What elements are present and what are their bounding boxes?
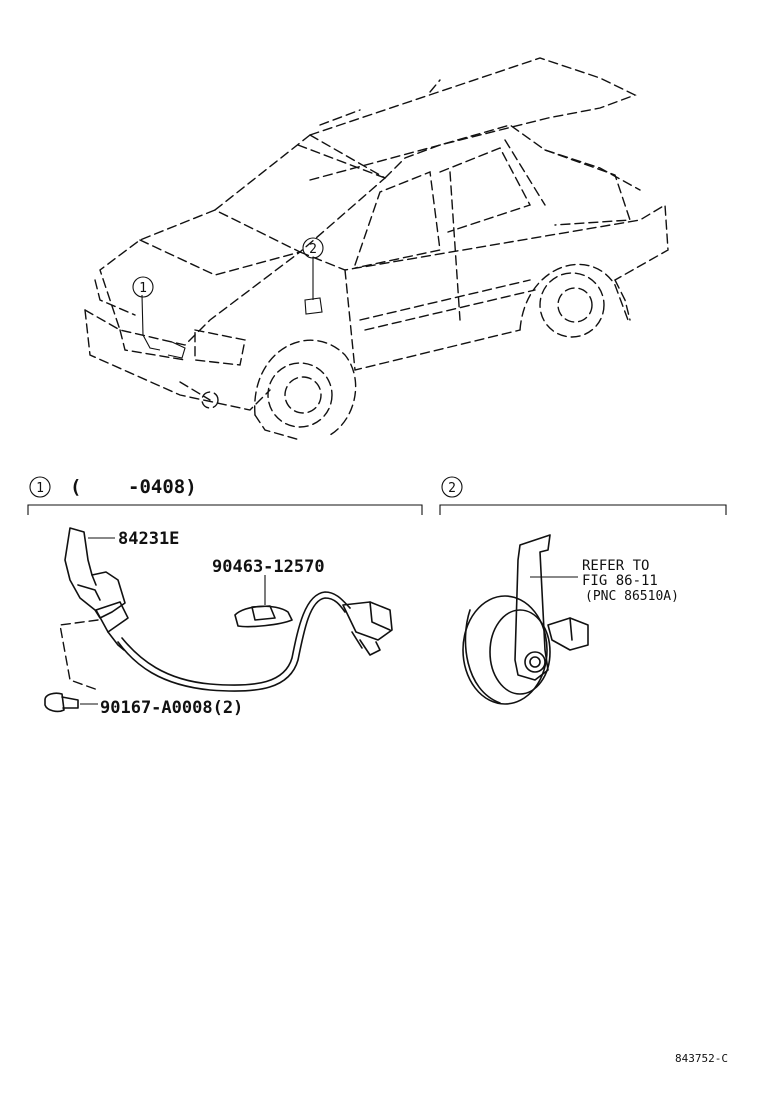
refer-line-2: FIG 86-11 xyxy=(582,573,658,589)
section-1-bracket xyxy=(27,504,423,515)
horn-bracket-drawing xyxy=(514,534,551,681)
section-2-bracket xyxy=(439,504,727,515)
bolt-drawing xyxy=(44,692,65,713)
section-2-parts: REFER TO FIG 86-11 (PNC 86510A) xyxy=(462,534,679,705)
vehicle-illustration: 1 2 xyxy=(84,57,669,441)
section-1-callout-number: 1 xyxy=(36,481,44,496)
section-1-range-open: ( xyxy=(70,476,81,498)
section-2-header: 2 xyxy=(439,476,727,515)
section-2-callout-number: 2 xyxy=(448,481,456,496)
callout-1-bubble xyxy=(132,276,154,298)
part-90167-label: 90167-A0008(2) xyxy=(100,698,243,718)
callout-2-label: 2 xyxy=(309,242,317,257)
horn-bracket-drawing xyxy=(64,527,126,619)
section-1-parts: 84231E 90463-12570 90167-A0008(2) xyxy=(44,527,393,718)
part-84231e-label: 84231E xyxy=(118,529,179,549)
refer-line-1: REFER TO xyxy=(582,558,649,574)
callout-1-label: 1 xyxy=(139,281,147,296)
section-1-callout-bubble xyxy=(29,476,51,498)
refer-line-3: (PNC 86510A) xyxy=(585,589,679,604)
part-90463-label: 90463-12570 xyxy=(212,557,325,577)
section-2-callout-bubble xyxy=(441,476,463,498)
drawing-number: 843752-C xyxy=(675,1052,728,1065)
horn-disc-drawing xyxy=(462,595,548,705)
clamp-drawing xyxy=(234,605,293,628)
section-1-range: -0408) xyxy=(128,476,197,498)
section-1-header: 1 ( -0408) xyxy=(27,476,423,515)
